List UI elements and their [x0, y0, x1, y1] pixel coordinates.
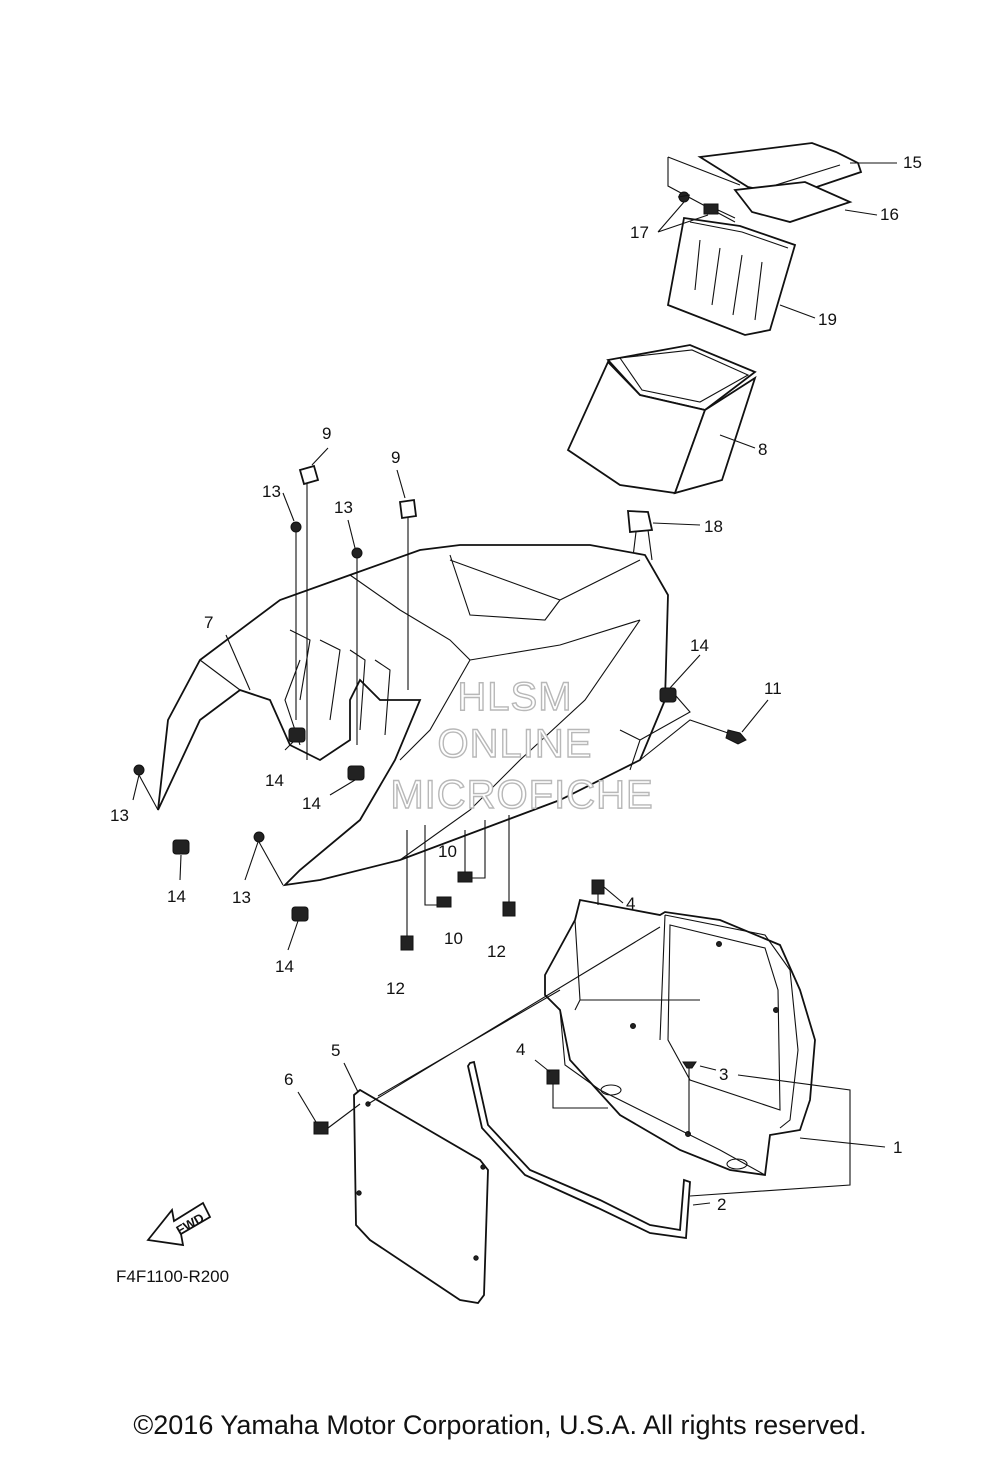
- callout-8: 8: [758, 440, 767, 459]
- bolt-6: [313, 1103, 361, 1135]
- callout-12b: 12: [487, 942, 506, 961]
- screw-13c: [133, 764, 159, 811]
- nut-10a: [457, 820, 486, 883]
- screw-13b: [351, 547, 363, 745]
- storage-tray-1: [544, 898, 816, 1177]
- callout-14d: 14: [275, 957, 294, 976]
- callout-12a: 12: [386, 979, 405, 998]
- callout-11: 11: [764, 679, 782, 698]
- hinge-17: [667, 156, 741, 223]
- callout-19: 19: [818, 310, 837, 329]
- bolt-12b: [502, 815, 516, 917]
- callout-4b: 4: [516, 1040, 525, 1059]
- callout-13c: 13: [110, 806, 129, 825]
- figure-code: F4F1100-R200: [116, 1267, 229, 1286]
- rear-deck-7: [157, 544, 669, 887]
- bolt-11: [639, 719, 747, 761]
- screw-13d: [253, 831, 284, 886]
- callout-13a: 13: [262, 482, 281, 501]
- callout-10a: 10: [438, 842, 457, 861]
- callout-14e: 14: [690, 636, 709, 655]
- callout-15: 15: [903, 153, 922, 172]
- callout-9a: 9: [322, 424, 331, 443]
- clip-9a: [298, 464, 320, 760]
- leader-lines: [132, 162, 897, 1206]
- callout-3: 3: [719, 1065, 728, 1084]
- callout-5: 5: [331, 1041, 340, 1060]
- callout-14c: 14: [167, 887, 186, 906]
- callout-14b: 14: [302, 794, 321, 813]
- storage-bucket-8: [566, 344, 757, 495]
- screw-13a: [290, 521, 302, 720]
- clip-3: [682, 1061, 697, 1134]
- latch-18: [627, 510, 654, 566]
- nut-10b: [424, 825, 452, 908]
- screw-4b: [546, 1069, 608, 1109]
- callouts: 15 16 17 19 8 18 9 9 13 13 13 13 7 14 14…: [110, 153, 922, 1214]
- grommet-14a: [288, 727, 306, 743]
- storage-liner-19: [666, 216, 797, 336]
- copyright-notice: ©2016 Yamaha Motor Corporation, U.S.A. A…: [133, 1410, 867, 1440]
- clip-9b: [398, 498, 418, 690]
- callout-9b: 9: [391, 448, 400, 467]
- watermark-line-3: MICROFICHE: [390, 773, 653, 817]
- grommet-14d: [291, 906, 309, 922]
- grommet-14b: [347, 765, 365, 781]
- callout-17: 17: [630, 223, 649, 242]
- callout-14a: 14: [265, 771, 284, 790]
- screw-4a: [591, 879, 605, 905]
- watermark-line-1: HLSM: [457, 675, 572, 719]
- seal-strip-2: [467, 1060, 691, 1240]
- grommet-14e: [639, 687, 691, 741]
- callout-18: 18: [704, 517, 723, 536]
- grommet-14c: [172, 839, 190, 855]
- callout-13b: 13: [334, 498, 353, 517]
- seat-pad-16: [733, 181, 853, 223]
- cover-plate-5: [353, 926, 661, 1304]
- callout-6: 6: [284, 1070, 293, 1089]
- callout-7: 7: [204, 613, 213, 632]
- bolt-12a: [400, 830, 414, 951]
- callout-4a: 4: [626, 894, 635, 913]
- callout-10b: 10: [444, 929, 463, 948]
- watermark-line-2: ONLINE: [438, 722, 593, 766]
- watermark: HLSM ONLINE MICROFICHE: [390, 674, 654, 817]
- fwd-arrow: FWD: [146, 1201, 212, 1247]
- callout-16: 16: [880, 205, 899, 224]
- callout-1: 1: [893, 1138, 902, 1157]
- callout-13d: 13: [232, 888, 251, 907]
- callout-2: 2: [717, 1195, 726, 1214]
